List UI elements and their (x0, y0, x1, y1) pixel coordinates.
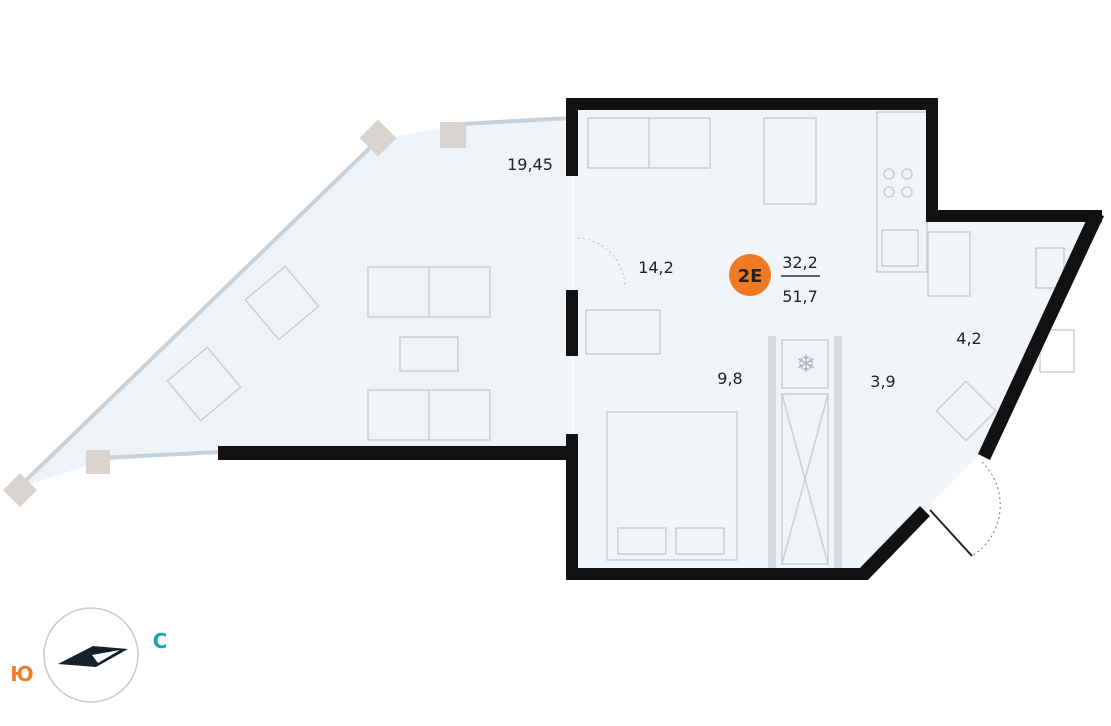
room-area-hallway: 3,9 (870, 372, 895, 391)
living-area: 32,2 (782, 253, 818, 272)
room-area-bathroom: 4,2 (956, 329, 981, 348)
compass-arrow-icon (58, 646, 128, 667)
apartment-type-badge (729, 254, 771, 296)
balcony-area (18, 118, 572, 488)
walls (218, 98, 1104, 580)
apartment-type-label: 2E (738, 266, 763, 287)
balcony-furniture (166, 265, 491, 441)
living-furniture (585, 111, 1075, 565)
freezer-snowflake-icon: ❄ (796, 351, 816, 378)
balcony-column (359, 119, 397, 157)
room-area-kitchen-living: 14,2 (638, 258, 674, 277)
room-area-bedroom: 9,8 (717, 369, 742, 388)
compass: Ю С (10, 607, 168, 703)
compass-north-label: С (153, 629, 168, 653)
compass-south-label: Ю (10, 662, 33, 686)
room-area-balcony: 19,45 (507, 155, 553, 174)
apartment-interior (573, 106, 1094, 572)
entrance-door[interactable] (929, 509, 973, 557)
total-area: 51,7 (782, 287, 818, 306)
